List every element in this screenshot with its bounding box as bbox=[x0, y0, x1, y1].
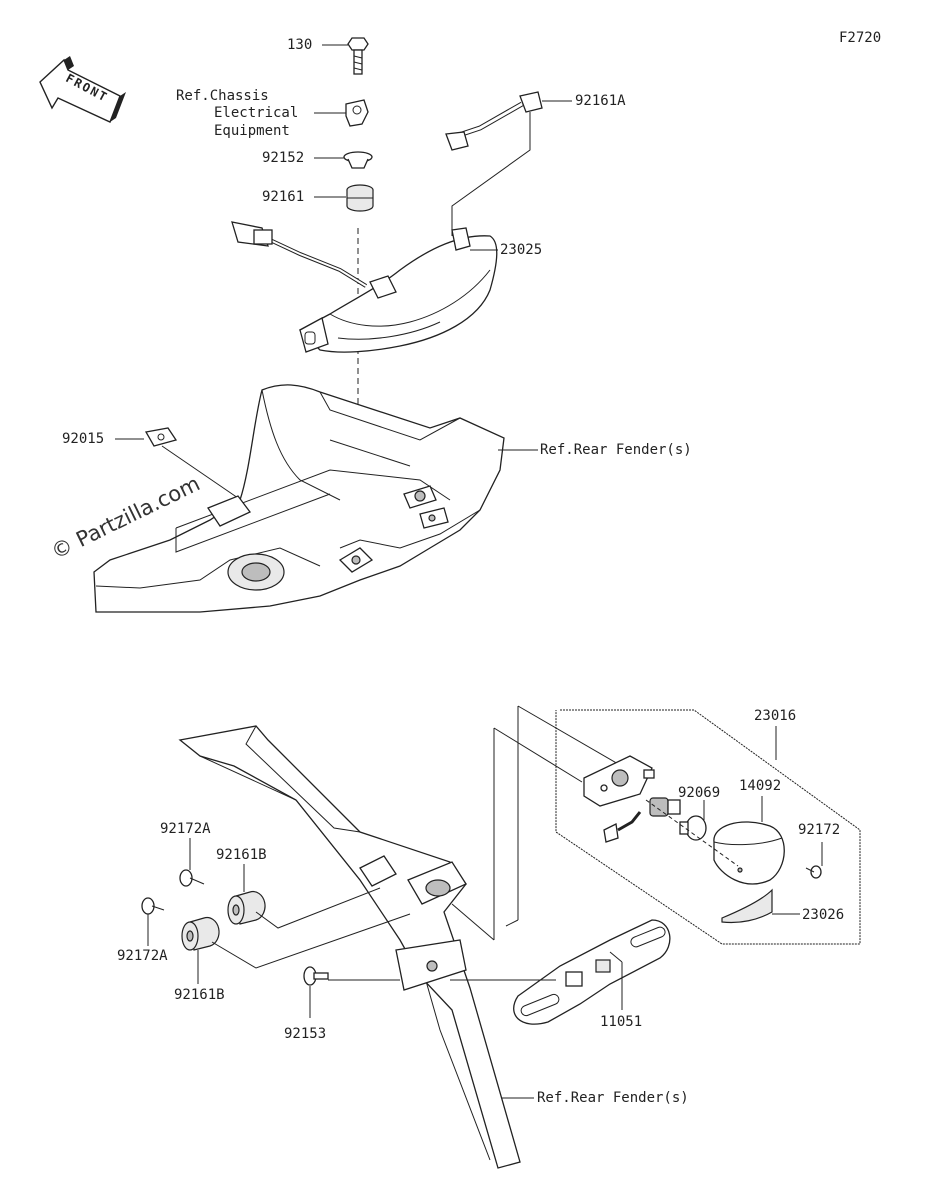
lens-assembly-axis bbox=[645, 799, 739, 867]
front-arrow-icon bbox=[39, 56, 126, 123]
label-ref-chassis-2: Electrical bbox=[214, 105, 299, 121]
grommet-92161b-bottom-icon bbox=[181, 916, 220, 951]
label-11051: 11051 bbox=[600, 1014, 643, 1030]
screw-92172-icon bbox=[805, 865, 822, 879]
label-ref-rear-fender-bottom: Ref.Rear Fender(s) bbox=[537, 1090, 689, 1106]
lens-14092-icon bbox=[713, 821, 785, 885]
label-92153: 92153 bbox=[284, 1026, 327, 1042]
grommet-92161-icon bbox=[346, 184, 374, 212]
clip-nut-icon bbox=[345, 99, 369, 127]
label-23025: 23025 bbox=[500, 242, 543, 258]
label-23016: 23016 bbox=[754, 708, 797, 724]
label-23026: 23026 bbox=[802, 907, 845, 923]
bolt-92153-icon bbox=[303, 966, 329, 986]
leader-92161b-bottom-drop bbox=[211, 913, 411, 969]
square-nut-92015-icon bbox=[144, 427, 178, 447]
label-130: 130 bbox=[287, 37, 313, 53]
leader-92161b-top-drop bbox=[255, 887, 381, 929]
grommet-92161b-top-icon bbox=[227, 890, 266, 925]
figure-code: F2720 bbox=[839, 30, 882, 46]
label-92161a: 92161A bbox=[575, 93, 626, 109]
leader-92015-drop bbox=[161, 445, 239, 499]
label-92152: 92152 bbox=[262, 150, 305, 166]
leader-11051 bbox=[609, 951, 623, 963]
label-92161: 92161 bbox=[262, 189, 305, 205]
label-92015: 92015 bbox=[62, 431, 105, 447]
label-ref-chassis-3: Equipment bbox=[214, 123, 290, 139]
bulb-socket-icon bbox=[649, 797, 681, 817]
label-92172: 92172 bbox=[798, 822, 841, 838]
license-bracket-icon bbox=[178, 725, 521, 1169]
light-base-icon bbox=[583, 755, 655, 843]
tail-light-23025-icon bbox=[231, 221, 498, 353]
label-92172a-bottom: 92172A bbox=[117, 948, 168, 964]
leader-92161a-drop bbox=[451, 112, 531, 236]
washer-92152-icon bbox=[343, 151, 373, 169]
plate-bracket-11051-icon bbox=[513, 919, 671, 1025]
cover-23026-icon bbox=[721, 888, 773, 924]
screw-92172a-bottom-icon bbox=[141, 897, 165, 915]
bolt-130-icon bbox=[347, 37, 369, 75]
label-ref-rear-fender-top: Ref.Rear Fender(s) bbox=[540, 442, 692, 458]
rear-fender-top-icon bbox=[93, 384, 505, 613]
label-92161b-bottom: 92161B bbox=[174, 987, 225, 1003]
label-ref-chassis-1: Ref.Chassis bbox=[176, 88, 269, 104]
wire-92161a-icon bbox=[445, 91, 543, 151]
screw-92172a-top-icon bbox=[179, 869, 205, 887]
label-92172a-top: 92172A bbox=[160, 821, 211, 837]
label-14092: 14092 bbox=[739, 778, 782, 794]
label-92161b-top: 92161B bbox=[216, 847, 267, 863]
label-92069: 92069 bbox=[678, 785, 721, 801]
bulb-92069-icon bbox=[679, 815, 707, 841]
license-light-box bbox=[451, 705, 861, 945]
